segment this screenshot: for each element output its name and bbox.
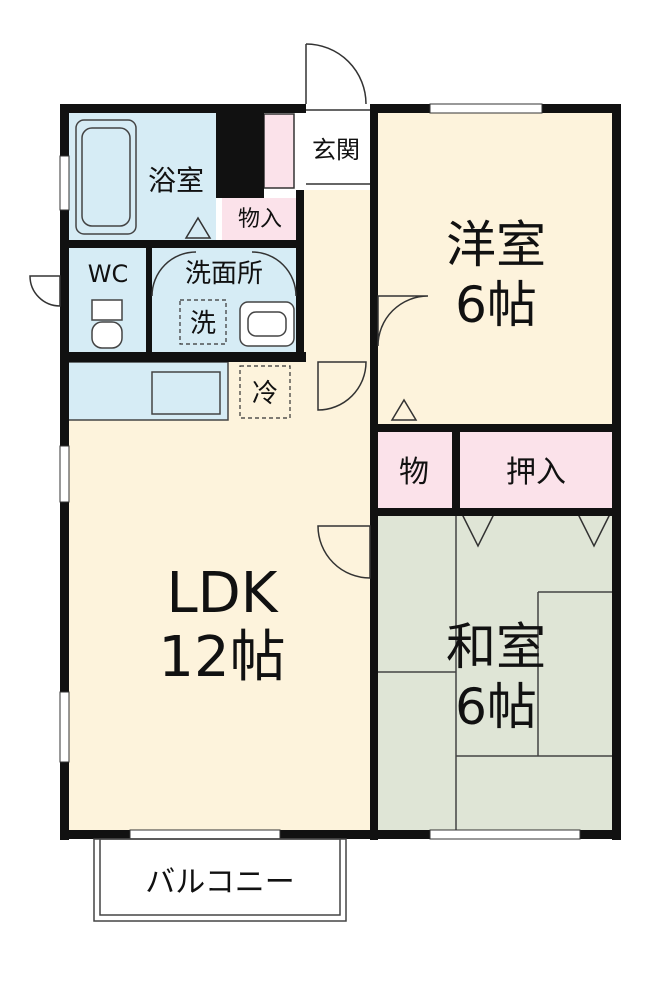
toilet — [91, 299, 123, 349]
balcony — [93, 838, 347, 922]
windows — [59, 103, 581, 840]
washbasin — [239, 301, 295, 347]
sink — [151, 371, 221, 415]
entrance-closet — [263, 113, 295, 189]
wc-label: WC — [88, 260, 129, 288]
oshiire-label: 押入 — [506, 455, 566, 490]
entrance-floor — [300, 110, 376, 190]
ldk-floor — [68, 362, 376, 832]
washer-space — [179, 299, 227, 345]
corridor-floor — [300, 190, 376, 362]
washroom-label: 洗面所 — [185, 259, 263, 289]
entrance-label: 玄関 — [312, 136, 360, 164]
washer-label: 洗 — [190, 309, 216, 339]
bathtub-inner — [81, 127, 131, 227]
western-floor — [376, 110, 613, 428]
door-triangles — [184, 216, 418, 421]
storage-small-label: 物入 — [238, 207, 282, 232]
ldk-name-label: LDK — [166, 561, 278, 626]
oshiire-doors — [461, 513, 611, 548]
balcony-label: バルコニー — [145, 865, 294, 900]
japanese-name-label: 和室 — [446, 618, 546, 676]
ldk-size-label: 12帖 — [158, 625, 285, 690]
entrance-door — [305, 43, 370, 185]
bath-label: 浴室 — [148, 164, 204, 197]
oshiire-floor — [458, 432, 613, 508]
storage-small-floor — [222, 198, 298, 240]
interior-doors — [29, 251, 429, 579]
western-size-label: 6帖 — [455, 276, 537, 334]
fridge-label: 冷 — [252, 379, 278, 409]
storage-mono-floor — [376, 432, 454, 508]
japanese-size-label: 6帖 — [455, 678, 537, 736]
tatami-grid — [376, 512, 613, 832]
western-name-label: 洋室 — [446, 216, 546, 274]
bathtub — [75, 119, 137, 235]
storage-mono-label: 物 — [399, 455, 429, 490]
fridge-space — [239, 365, 291, 419]
